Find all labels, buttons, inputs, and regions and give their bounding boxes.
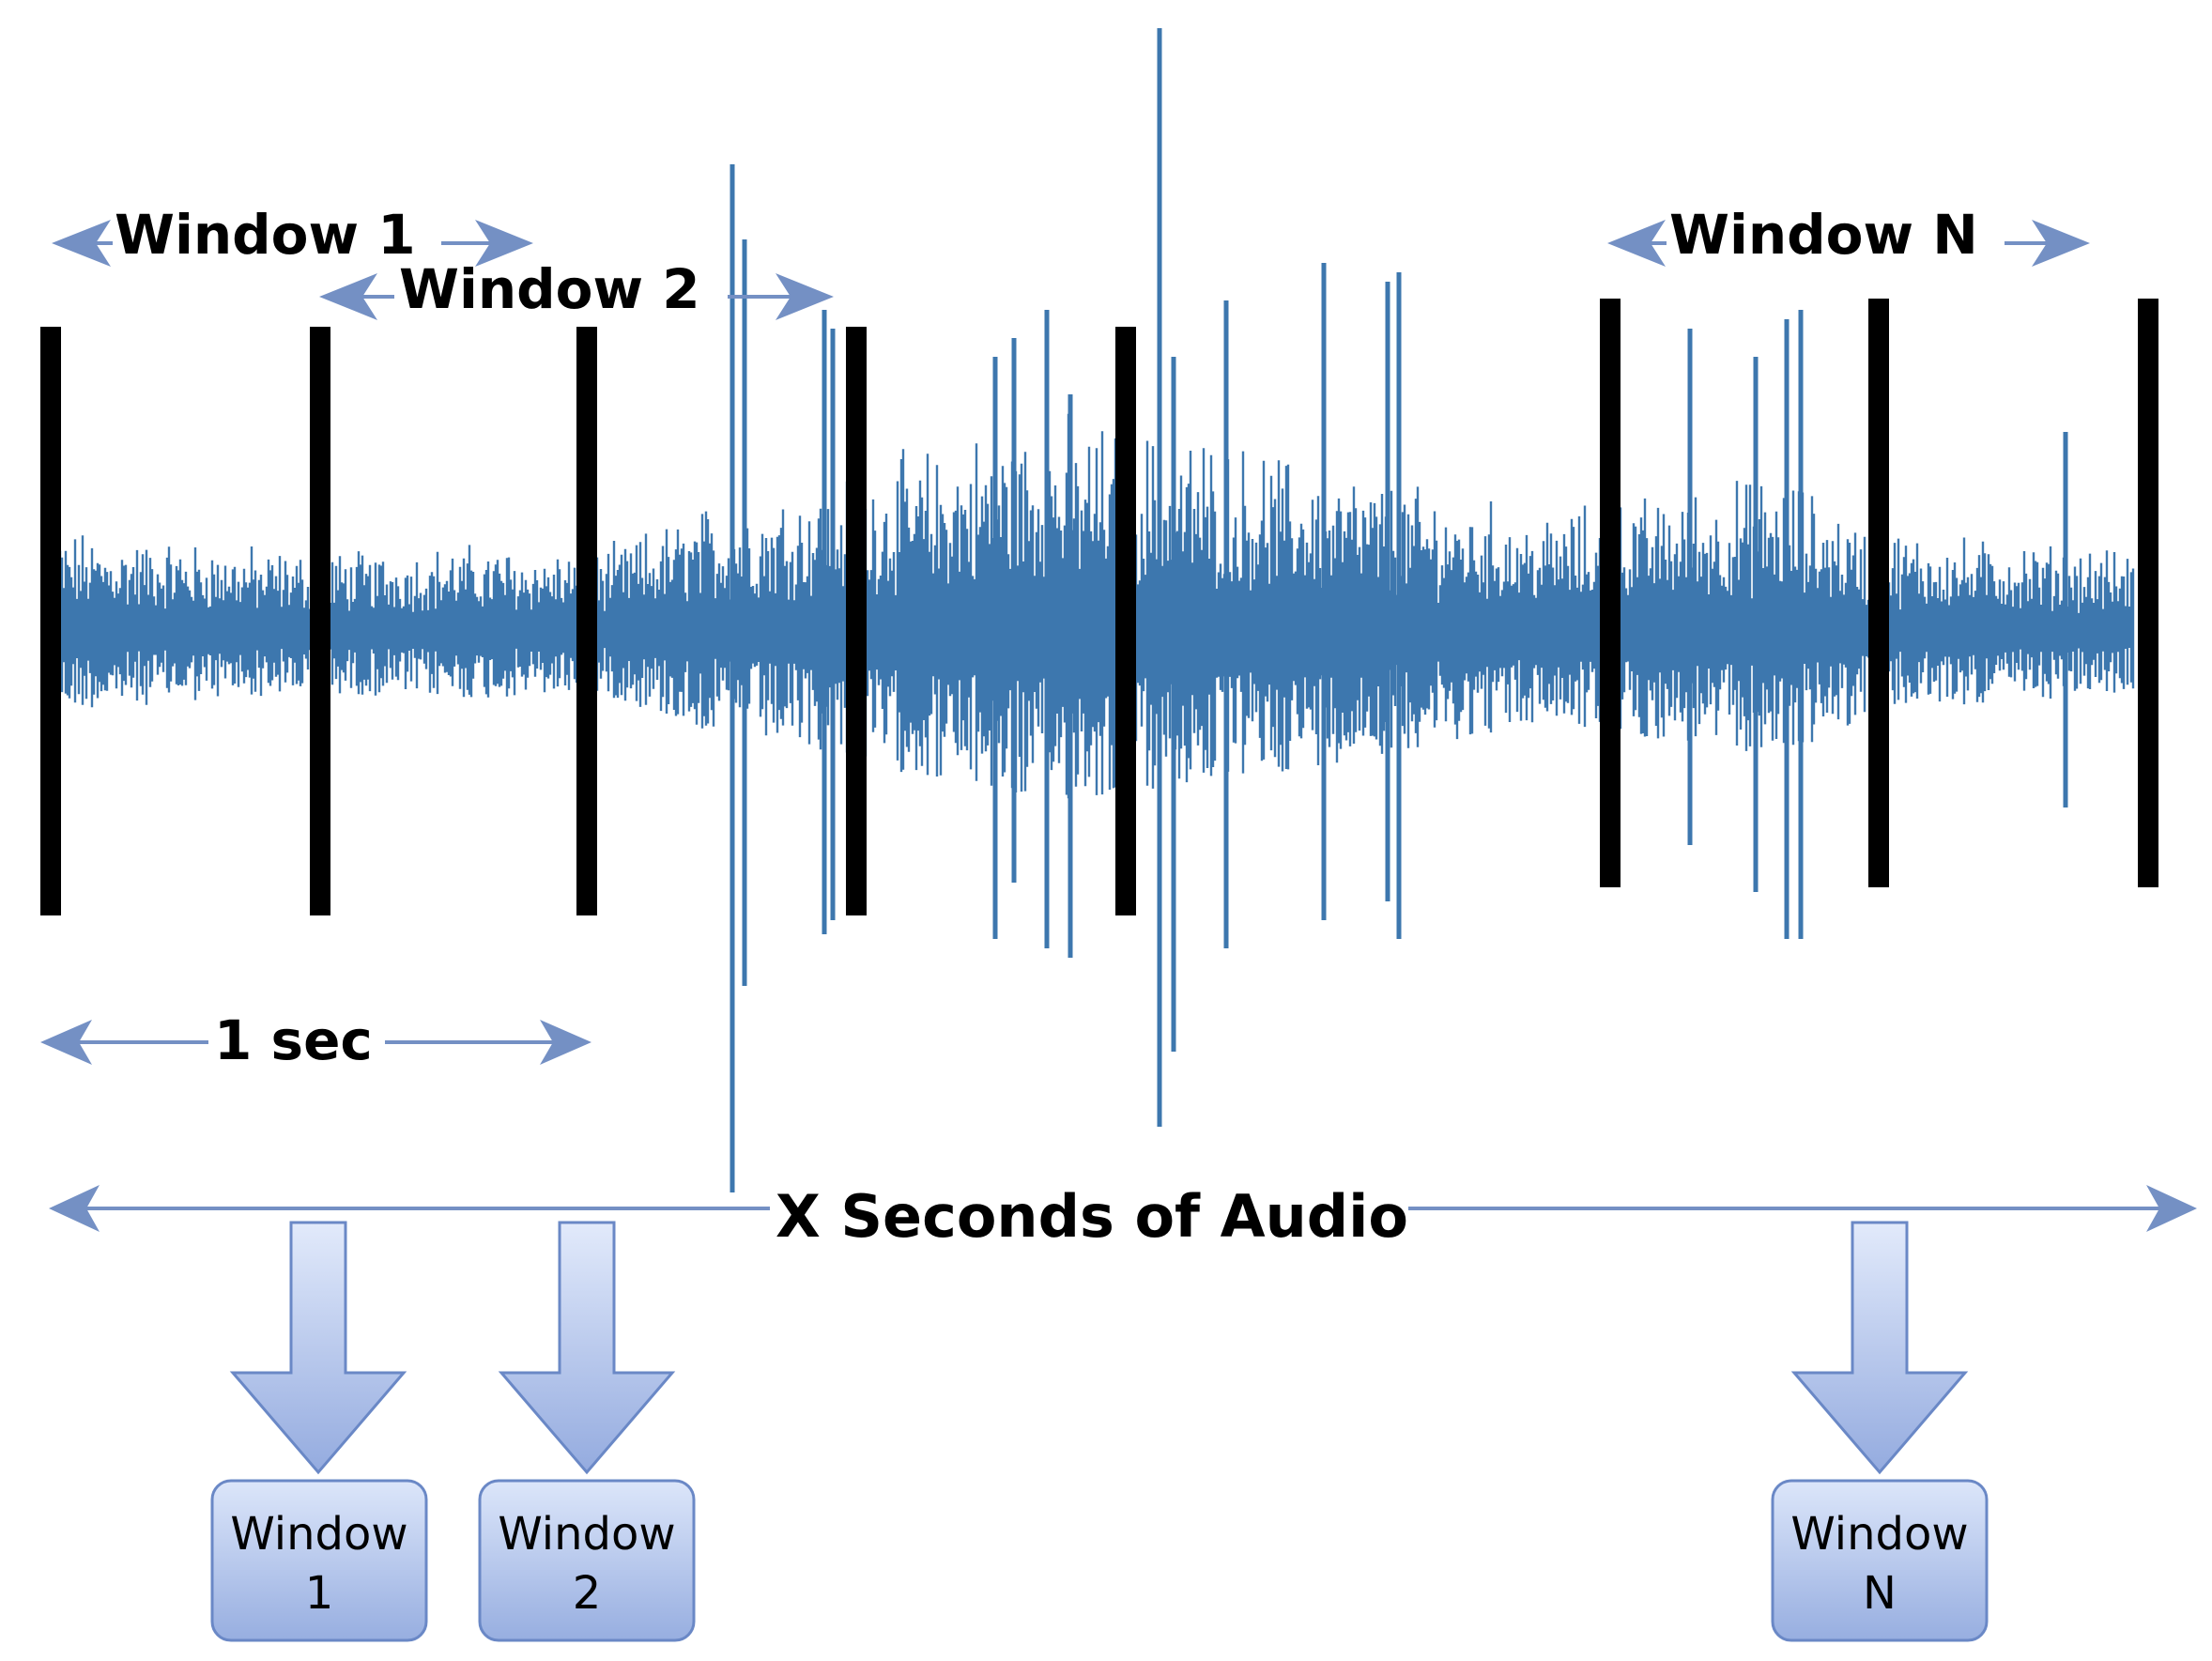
- arrow-head-right-icon: [475, 220, 533, 267]
- down-arrow-icon: [498, 1221, 676, 1475]
- box-label-line2: N: [1863, 1567, 1897, 1620]
- box-label-line1: Window: [230, 1508, 407, 1561]
- output-window-box: Window 2: [478, 1479, 696, 1642]
- output-window-box: Window N: [1771, 1479, 1989, 1642]
- arrow-head-right-icon: [776, 273, 834, 320]
- box-label-line1: Window: [1790, 1508, 1968, 1561]
- divider-bar: [310, 327, 330, 915]
- divider-bar: [576, 327, 597, 915]
- arrow-head-right-icon: [540, 1020, 591, 1065]
- window-1-span-label: Window 1: [115, 203, 416, 267]
- box-label-line1: Window: [498, 1508, 675, 1561]
- box-label-line2: 1: [305, 1567, 334, 1620]
- window-2-span-label: Window 2: [399, 257, 700, 321]
- one-second-label: 1 sec: [214, 1008, 373, 1072]
- waveform-body: [56, 413, 2135, 799]
- output-window-box: Window 1: [210, 1479, 428, 1642]
- window-span-arrows: [40, 220, 2197, 1232]
- arrow-head-right-icon: [2146, 1185, 2197, 1232]
- box-label-line2: 2: [573, 1567, 602, 1620]
- divider-bar: [1868, 299, 1889, 887]
- down-arrow-icon: [1790, 1221, 1969, 1475]
- arrow-head-left-icon: [1607, 220, 1666, 267]
- divider-bar: [40, 327, 61, 915]
- arrow-head-left-icon: [52, 220, 111, 267]
- down-block-arrows: [229, 1221, 1969, 1475]
- arrow-head-left-icon: [319, 273, 377, 320]
- divider-bar: [2138, 299, 2158, 887]
- arrow-head-right-icon: [2032, 220, 2090, 267]
- divider-bar: [846, 327, 867, 915]
- divider-bar: [1600, 299, 1621, 887]
- down-arrow-icon: [229, 1221, 407, 1475]
- total-audio-label: X Seconds of Audio: [776, 1182, 1408, 1251]
- window-n-span-label: Window N: [1669, 203, 1978, 267]
- audio-waveform: [56, 28, 2135, 1192]
- arrow-head-left-icon: [49, 1185, 100, 1232]
- window-dividers: [40, 299, 2158, 915]
- divider-bar: [1115, 327, 1136, 915]
- arrow-head-left-icon: [40, 1020, 92, 1065]
